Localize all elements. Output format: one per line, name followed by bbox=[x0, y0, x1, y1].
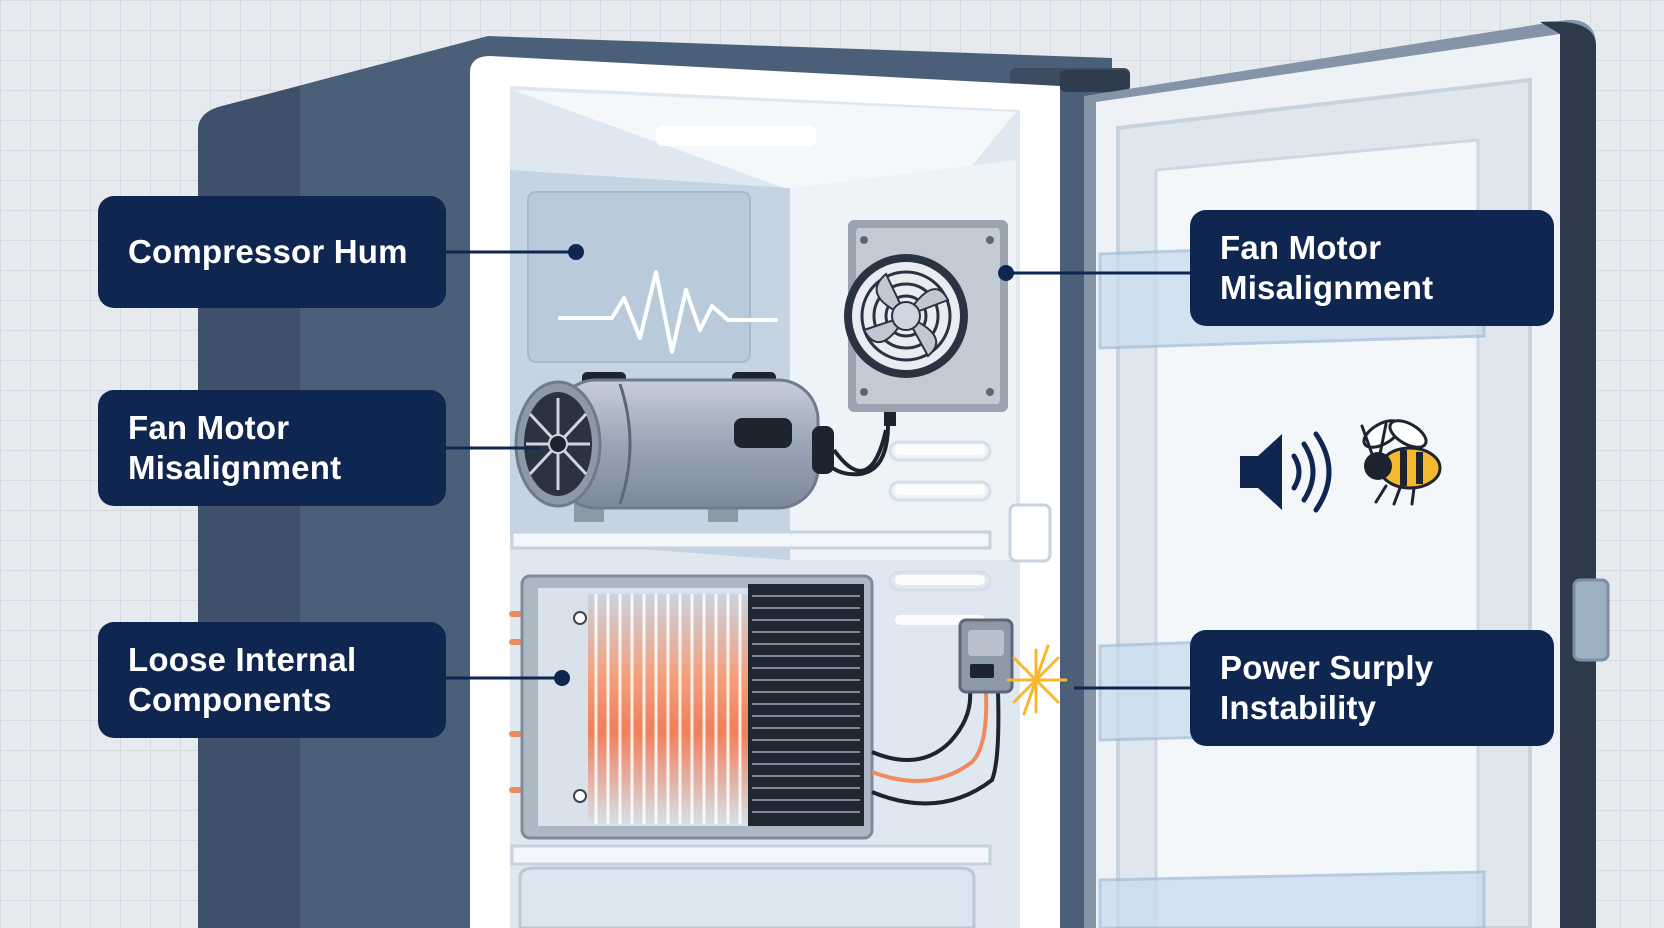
fridge-door bbox=[1084, 19, 1610, 928]
power-module bbox=[958, 618, 1014, 694]
label-line: Fan Motor bbox=[1220, 229, 1382, 266]
label-loose-components: Loose Internal Components bbox=[98, 622, 446, 738]
connector-lines bbox=[444, 244, 1190, 690]
compressor-icon bbox=[514, 372, 888, 522]
label-fan-motor-left: Fan Motor Misalignment bbox=[98, 390, 446, 506]
bee-icon bbox=[1360, 419, 1442, 506]
label-line: Components bbox=[128, 681, 332, 718]
speaker-icon bbox=[1240, 431, 1332, 513]
label-line: Loose Internal bbox=[128, 641, 357, 678]
spark-icon bbox=[1006, 644, 1068, 716]
sound-wave-icon bbox=[558, 270, 778, 354]
label-line: Instability bbox=[1220, 689, 1377, 726]
label-power-supply: Power Surply Instability bbox=[1190, 630, 1554, 746]
label-line: Misalignment bbox=[128, 449, 342, 486]
condenser-coil-icon bbox=[509, 574, 1001, 840]
label-line: Misalignment bbox=[1220, 269, 1434, 306]
label-compressor-hum: Compressor Hum bbox=[98, 196, 446, 308]
label-line: Compressor Hum bbox=[128, 233, 408, 270]
label-fan-motor-right: Fan Motor Misalignment bbox=[1190, 210, 1554, 326]
label-line: Power Surply bbox=[1220, 649, 1434, 686]
label-line: Fan Motor bbox=[128, 409, 290, 446]
fan-icon bbox=[824, 220, 1008, 477]
